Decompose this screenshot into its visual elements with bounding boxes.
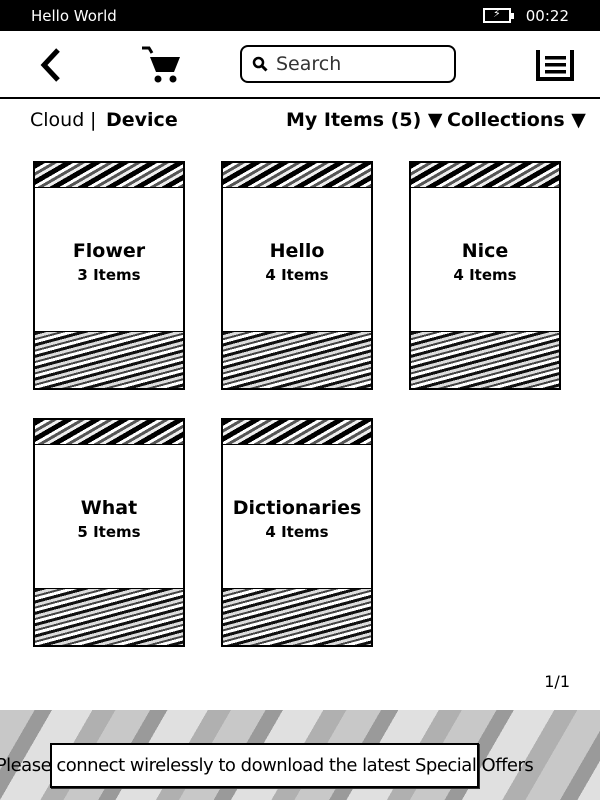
cover-art <box>223 331 371 388</box>
back-icon[interactable] <box>36 47 66 83</box>
collection-name: Hello <box>269 240 325 262</box>
cover-art <box>35 420 183 445</box>
search-input[interactable]: Search <box>240 45 456 83</box>
status-bar: Hello World ⚡ 00:22 <box>0 0 600 31</box>
search-placeholder: Search <box>276 53 342 75</box>
cover-art <box>223 588 371 645</box>
collection-tile[interactable]: Flower 3 Items <box>33 161 185 390</box>
cover-art <box>411 163 559 188</box>
collection-tile[interactable]: What 5 Items <box>33 418 185 647</box>
collection-count: 4 Items <box>453 266 517 284</box>
menu-icon[interactable] <box>535 48 575 82</box>
cover-art <box>35 163 183 188</box>
collection-count: 4 Items <box>265 266 329 284</box>
special-offer-banner[interactable]: Please connect wirelessly to download th… <box>0 710 600 800</box>
cloud-tab[interactable]: Cloud <box>30 109 85 131</box>
page-indicator: 1/1 <box>544 672 570 691</box>
clock: 00:22 <box>525 7 569 25</box>
cover-art <box>223 420 371 445</box>
cover-art <box>411 331 559 388</box>
special-offer-message: Please connect wirelessly to download th… <box>0 743 534 788</box>
toolbar: Search <box>0 31 600 99</box>
device-name: Hello World <box>31 7 117 25</box>
collection-tile[interactable]: Hello 4 Items <box>221 161 373 390</box>
collection-name: Dictionaries <box>232 497 362 519</box>
collection-name: Flower <box>72 240 146 262</box>
collection-name: What <box>80 497 138 519</box>
collection-name: Nice <box>461 240 509 262</box>
search-icon <box>252 56 268 72</box>
collection-count: 4 Items <box>265 523 329 541</box>
my-items-dropdown[interactable]: My Items (5) ▼ <box>286 109 443 131</box>
cover-art <box>223 163 371 188</box>
device-tab[interactable]: Device <box>106 109 178 131</box>
collection-count: 5 Items <box>77 523 141 541</box>
collections-sort-dropdown[interactable]: Collections ▼ <box>447 109 586 131</box>
collection-count: 3 Items <box>77 266 141 284</box>
tab-separator: | <box>90 109 97 131</box>
battery-charging-icon: ⚡ <box>483 7 514 23</box>
store-cart-icon[interactable] <box>140 45 184 85</box>
collection-tile[interactable]: Nice 4 Items <box>409 161 561 390</box>
cover-art <box>35 331 183 388</box>
collection-tile[interactable]: Dictionaries 4 Items <box>221 418 373 647</box>
cover-art <box>35 588 183 645</box>
